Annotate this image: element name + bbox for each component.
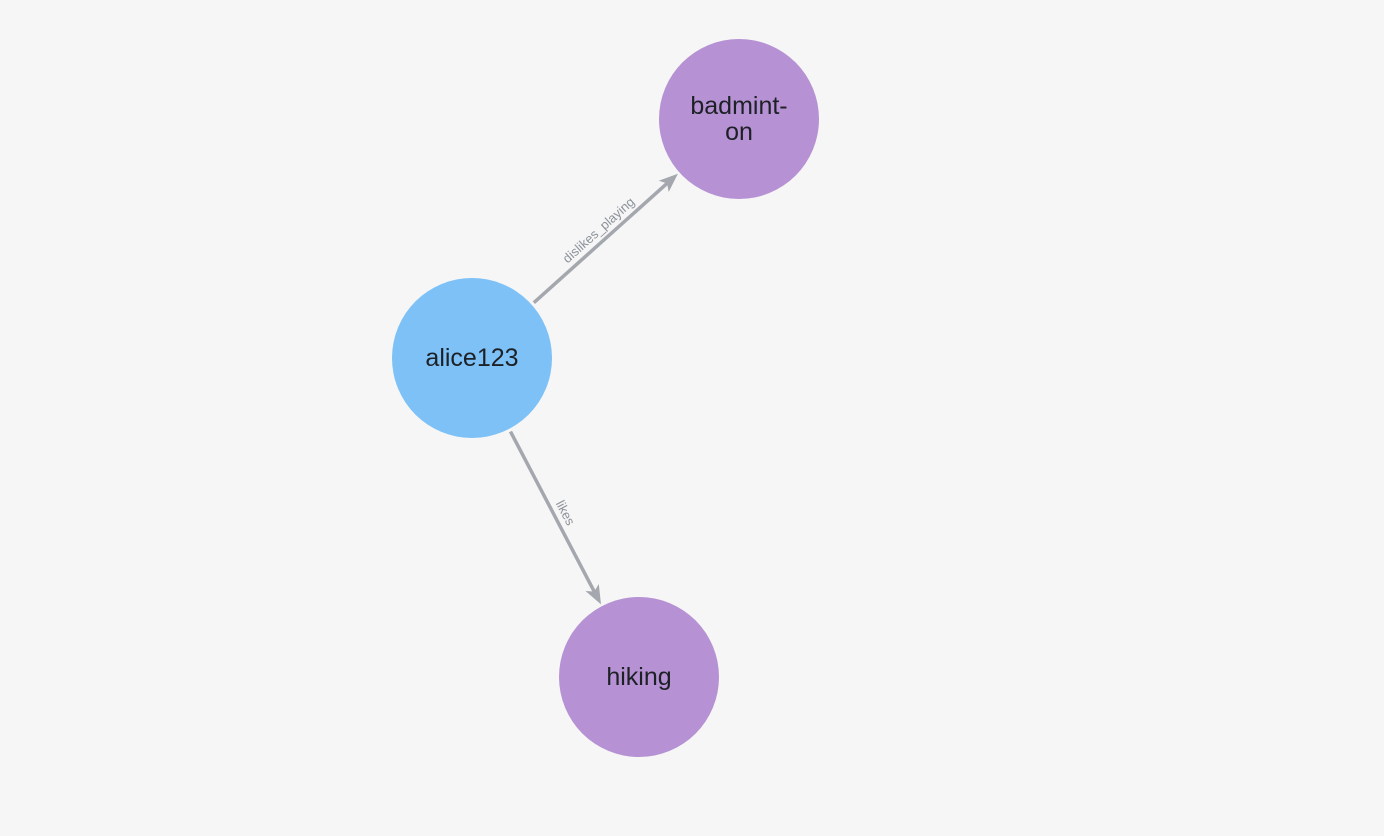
edge-line[interactable] — [532, 182, 669, 304]
graph-node[interactable]: badmint-on — [659, 39, 819, 199]
node-circle[interactable] — [392, 278, 552, 438]
node-circle[interactable] — [659, 39, 819, 199]
edge-arrowhead-icon — [585, 584, 601, 605]
graph-node[interactable]: alice123 — [392, 278, 552, 438]
edge-arrowhead-icon — [658, 173, 678, 192]
node-circle[interactable] — [559, 597, 719, 757]
edge-line[interactable] — [508, 430, 596, 593]
graph-node[interactable]: hiking — [559, 597, 719, 757]
